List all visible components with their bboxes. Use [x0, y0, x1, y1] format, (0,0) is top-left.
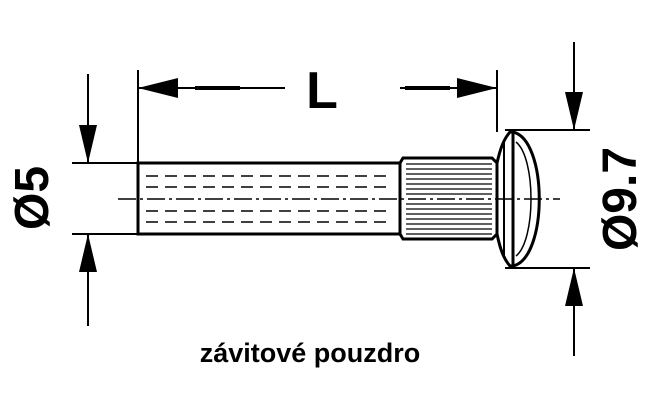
shaft-arrow-bottom — [79, 234, 97, 272]
part-caption: závitové pouzdro — [200, 338, 421, 368]
length-label: L — [306, 62, 338, 120]
shaft-diameter-dimension: Ø5 — [6, 74, 138, 326]
shaft-arrow-top — [79, 125, 97, 163]
arrow-right — [457, 78, 497, 98]
shaft-diameter-label: Ø5 — [6, 166, 59, 230]
head-diameter-dimension: Ø9.7 — [505, 42, 647, 356]
thread-lines — [146, 175, 392, 223]
head-diameter-label: Ø9.7 — [594, 147, 647, 251]
head-arrow-bottom — [565, 268, 583, 306]
threaded-sleeve-part — [118, 130, 560, 268]
length-dimension: L — [137, 62, 498, 163]
head-arrow-top — [565, 92, 583, 130]
domed-cap — [512, 130, 541, 268]
domed-cap-inner — [515, 141, 532, 257]
arrow-left — [138, 78, 178, 98]
knurl-lines — [406, 163, 492, 235]
